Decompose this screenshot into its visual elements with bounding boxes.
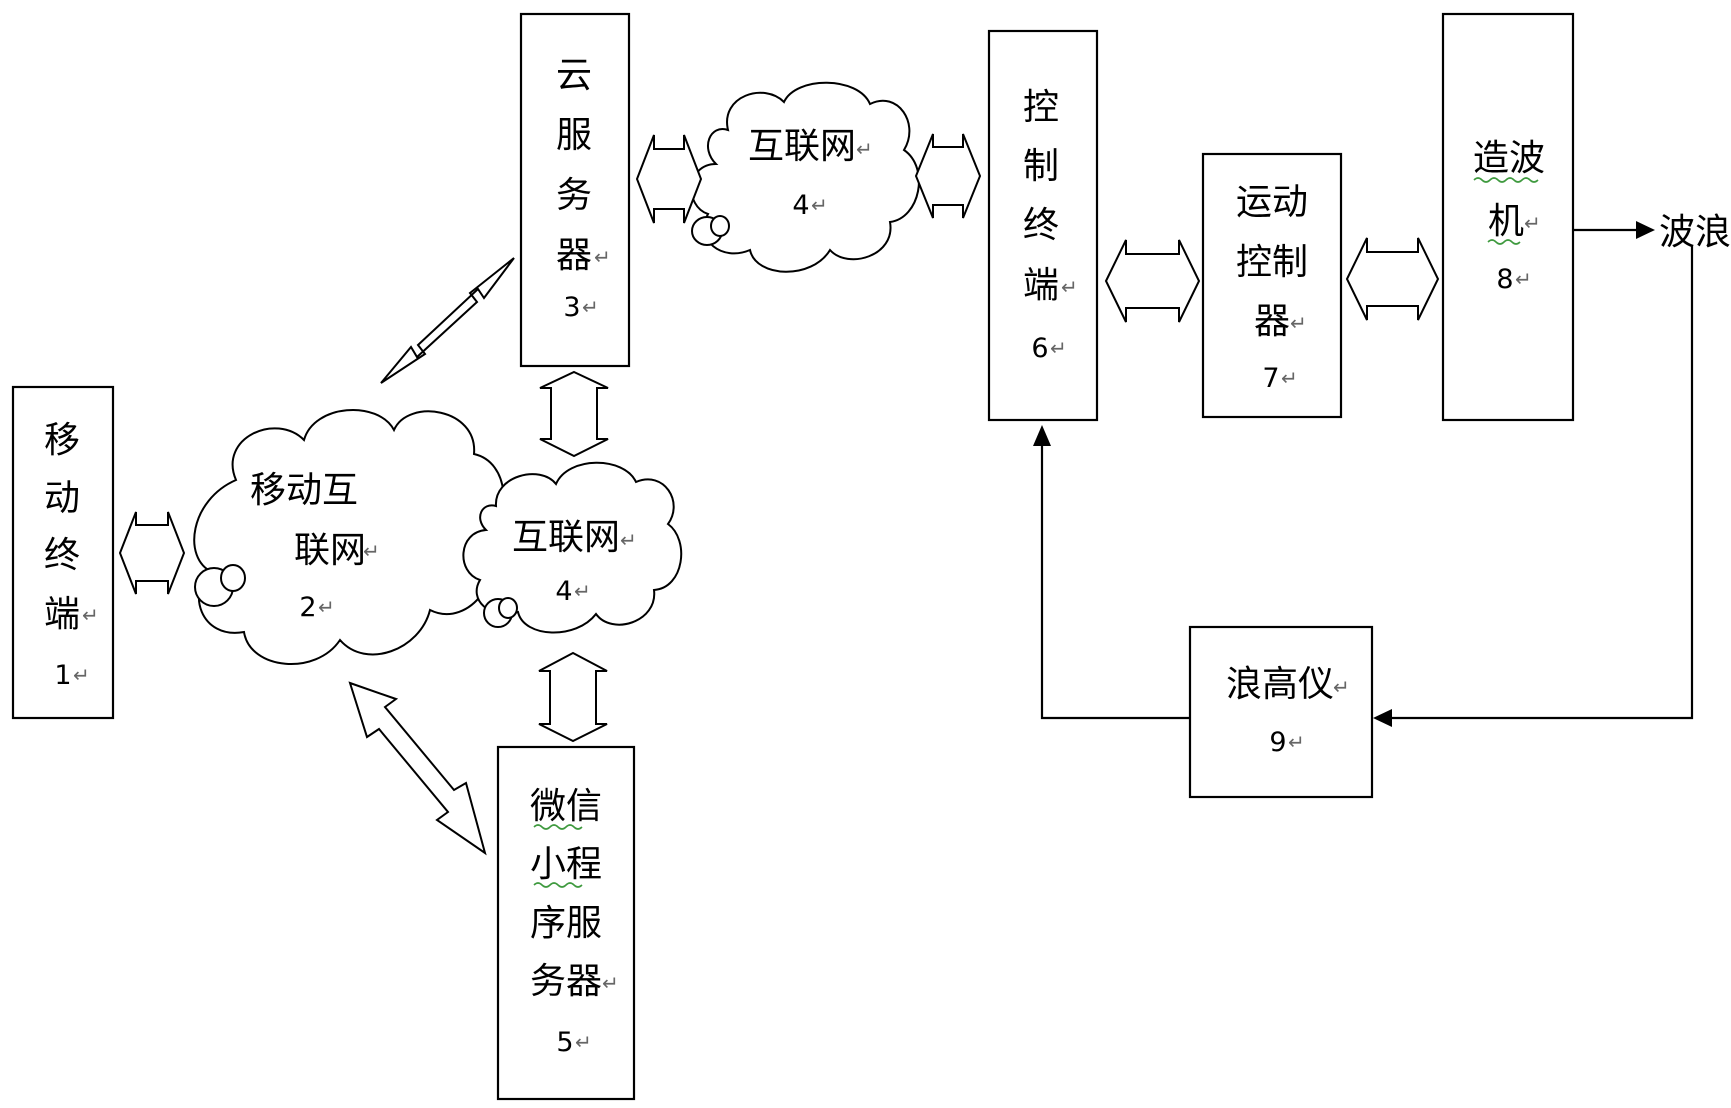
bidirectional-arrow-internet-mid-to-wechat-server [538,651,608,743]
motion-controller-label-2: 控制 [1236,242,1308,283]
spellcheck-underline [1487,239,1521,245]
mobile-terminal-label-1: 移 [44,420,80,461]
control-terminal-label-3: 终 [1023,205,1059,246]
control-terminal-label-1: 控 [1023,87,1059,128]
wave-output-label: 波浪 [1659,212,1731,253]
paragraph-mark: ↵ [582,295,599,319]
motion-controller-node: 运动 控制 器 ↵ 7 ↵ [1201,152,1343,419]
mobile-terminal-number: 1 [54,660,71,691]
mobile-internet-cloud: 移动互 联网 ↵ 2 ↵ [193,409,505,665]
paragraph-mark: ↵ [1061,275,1078,299]
bidirectional-arrow-mobile-internet-to-wechat-server [348,681,487,856]
wave-gauge-label: 浪高仪 [1226,664,1334,705]
internet-top-number: 4 [792,190,809,221]
mobile-terminal-label-3: 终 [44,535,80,576]
cloud-server-label-3: 务 [556,175,592,216]
arrowhead [1636,221,1655,239]
paragraph-mark: ↵ [318,595,335,619]
cloud-server-node: 云 服 务 器 ↵ 3 ↵ [519,12,631,368]
spellcheck-underline [533,824,583,830]
spellcheck-underline [533,882,583,888]
arrowhead [1373,709,1392,727]
paragraph-mark: ↵ [856,137,873,161]
paragraph-mark: ↵ [363,539,380,563]
spellcheck-underline [1473,177,1539,183]
wave-output-connection [1573,221,1655,239]
wechat-server-node: 微信 小程 序服 务器 ↵ 5 ↵ [496,745,636,1101]
wave-gauge-node: 浪高仪 ↵ 9 ↵ [1188,625,1374,799]
internet-top-label: 互联网 [748,126,856,167]
paragraph-mark: ↵ [1524,211,1541,235]
mobile-terminal-label-2: 动 [44,478,80,519]
control-terminal-label-4: 端 [1023,265,1059,306]
wechat-server-label-2: 小程 [530,844,602,885]
bidirectional-arrow-control-terminal-to-motion-controller [1104,239,1201,323]
bidirectional-arrow-cloud-server-to-internet [635,134,703,224]
bidirectional-arrow-cloud-server-to-internet-mid [539,370,609,458]
paragraph-mark: ↵ [574,579,591,603]
paragraph-mark: ↵ [620,528,637,552]
mobile-internet-label-1: 移动互 [250,470,358,511]
bidirectional-arrow-mobile-internet-to-cloud-server [380,257,515,384]
paragraph-mark: ↵ [575,1030,592,1054]
paragraph-mark: ↵ [602,971,619,995]
mobile-internet-number: 2 [299,592,316,623]
paragraph-mark: ↵ [82,603,99,627]
bidirectional-arrow-internet-to-control-terminal [914,133,982,219]
mobile-terminal-node: 移 动 终 端 ↵ 1 ↵ [11,385,115,720]
mobile-terminal-label-4: 端 [44,594,80,635]
paragraph-mark: ↵ [1333,675,1350,699]
internet-mid-number: 4 [555,576,572,607]
paragraph-mark: ↵ [1288,730,1305,754]
control-terminal-number: 6 [1031,333,1048,364]
paragraph-mark: ↵ [811,193,828,217]
wave-maker-label-1: 造波 [1473,138,1545,179]
wechat-server-label-4: 务器 [530,961,602,1002]
wave-gauge-number: 9 [1269,727,1286,758]
internet-top-cloud: 互联网 ↵ 4 ↵ [690,81,920,273]
wave-maker-node: 造波 机 ↵ 8 ↵ [1441,12,1575,422]
cloud-server-label-4: 器 [556,235,592,276]
motion-controller-label-1: 运动 [1236,182,1308,223]
cloud-server-number: 3 [563,292,580,323]
paragraph-mark: ↵ [1515,267,1532,291]
wechat-server-label-1: 微信 [530,786,602,827]
internet-mid-label: 互联网 [512,517,620,558]
wave-maker-label-2: 机 [1488,201,1524,242]
internet-mid-cloud: 互联网 ↵ 4 ↵ [462,461,683,634]
feedback-loop [1033,246,1694,727]
paragraph-mark: ↵ [73,663,90,687]
motion-controller-number: 7 [1262,363,1279,394]
wechat-server-number: 5 [556,1027,573,1058]
control-terminal-node: 控 制 终 端 ↵ 6 ↵ [987,29,1099,422]
bidirectional-arrow-terminal-to-mobile-internet [118,511,186,595]
cloud-server-label-2: 服 [556,115,592,156]
bidirectional-arrow-motion-controller-to-wave-maker [1345,237,1440,321]
paragraph-mark: ↵ [1290,311,1307,335]
paragraph-mark: ↵ [1281,366,1298,390]
arrowhead [1033,425,1051,446]
paragraph-mark: ↵ [594,245,611,269]
wave-maker-number: 8 [1496,264,1513,295]
control-terminal-label-2: 制 [1023,146,1059,187]
motion-controller-label-3: 器 [1254,301,1290,342]
cloud-server-label-1: 云 [556,55,592,96]
paragraph-mark: ↵ [1050,336,1067,360]
wechat-server-label-3: 序服 [530,903,602,944]
mobile-internet-label-2: 联网 [294,530,366,571]
